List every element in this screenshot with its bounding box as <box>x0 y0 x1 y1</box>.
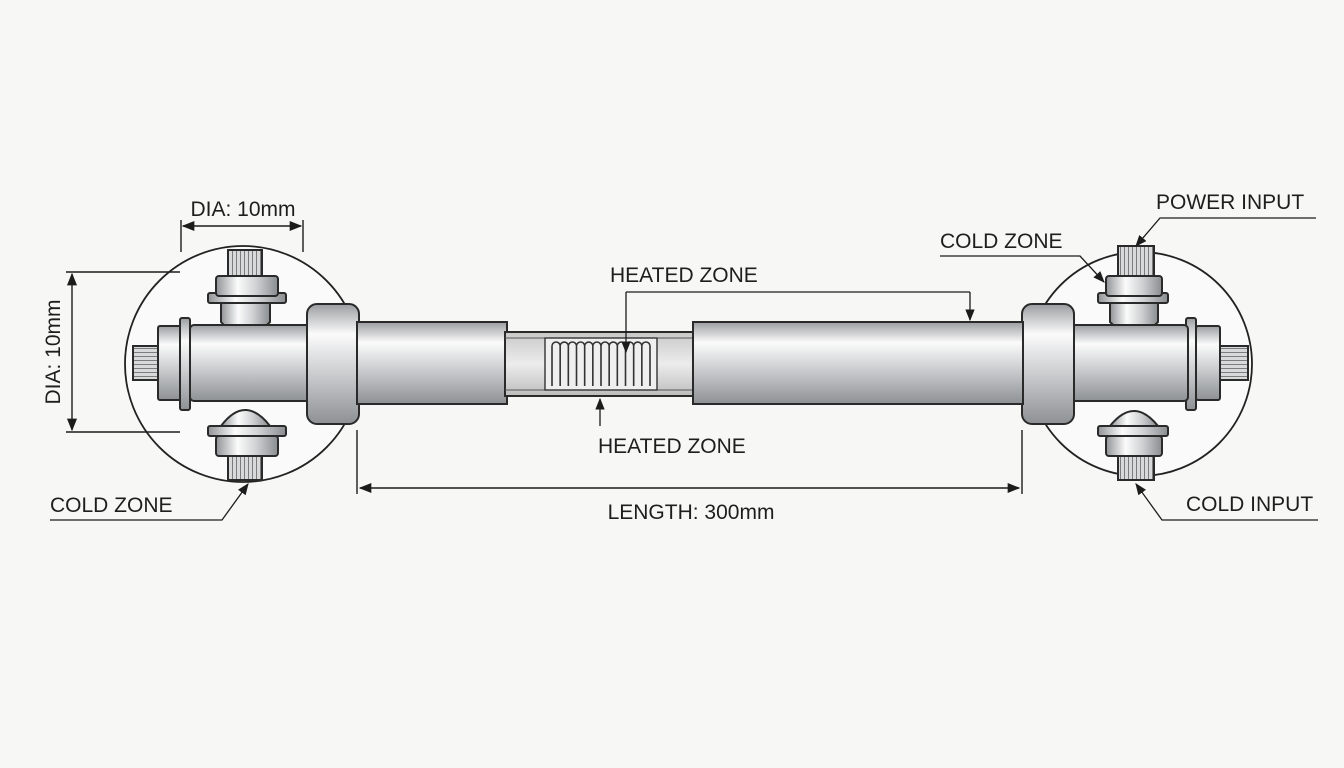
cold-input-label: COLD INPUT <box>1186 493 1313 516</box>
right-top-nut <box>1105 275 1163 297</box>
right-bottom-nut <box>1105 435 1163 457</box>
right-bottom-stud <box>1117 455 1155 481</box>
left-collar <box>306 303 360 425</box>
left-side-stud <box>132 345 162 381</box>
left-fitting-body <box>189 324 311 402</box>
right-tube-section <box>692 321 1024 405</box>
dia-top-label: DIA: 10mm <box>190 198 295 221</box>
heated-zone-top-callout: HEATED ZONE <box>610 264 975 354</box>
right-collar <box>1021 303 1075 425</box>
dia-top-dimension: DIA: 10mm <box>180 198 304 252</box>
right-bottom-washer <box>1097 425 1169 437</box>
heater-tube <box>356 321 1024 405</box>
cold-input-callout: COLD INPUT <box>1135 483 1318 521</box>
cold-zone-left-label: COLD ZONE <box>50 494 173 517</box>
length-dimension: LENGTH: 300mm <box>356 430 1023 524</box>
right-side-nut <box>1195 325 1221 401</box>
left-tube-section <box>356 321 508 405</box>
cold-zone-right-label: COLD ZONE <box>940 230 1063 253</box>
heated-zone-top-label: HEATED ZONE <box>610 264 758 287</box>
dia-side-dimension: DIA: 10mm <box>42 271 180 433</box>
length-label: LENGTH: 300mm <box>608 501 775 524</box>
left-side-washer <box>179 317 191 411</box>
dia-side-label: DIA: 10mm <box>42 299 65 404</box>
heated-zone-bottom-label: HEATED ZONE <box>598 435 746 458</box>
power-input-callout: POWER INPUT <box>1135 191 1316 247</box>
power-input-label: POWER INPUT <box>1156 191 1304 214</box>
cold-zone-right-callout: COLD ZONE <box>940 230 1105 283</box>
right-end-fitting <box>1021 245 1253 481</box>
left-bottom-washer <box>207 425 287 437</box>
heated-zone-bottom-callout: HEATED ZONE <box>595 397 746 458</box>
cold-zone-left-callout: COLD ZONE <box>50 483 249 521</box>
left-bottom-stud <box>227 455 263 481</box>
left-side-nut <box>157 325 183 401</box>
right-side-stud <box>1217 345 1249 381</box>
left-bottom-nut <box>215 435 279 457</box>
right-fitting-body <box>1065 324 1189 402</box>
left-top-nut <box>215 275 279 297</box>
left-end-fitting <box>124 245 362 483</box>
